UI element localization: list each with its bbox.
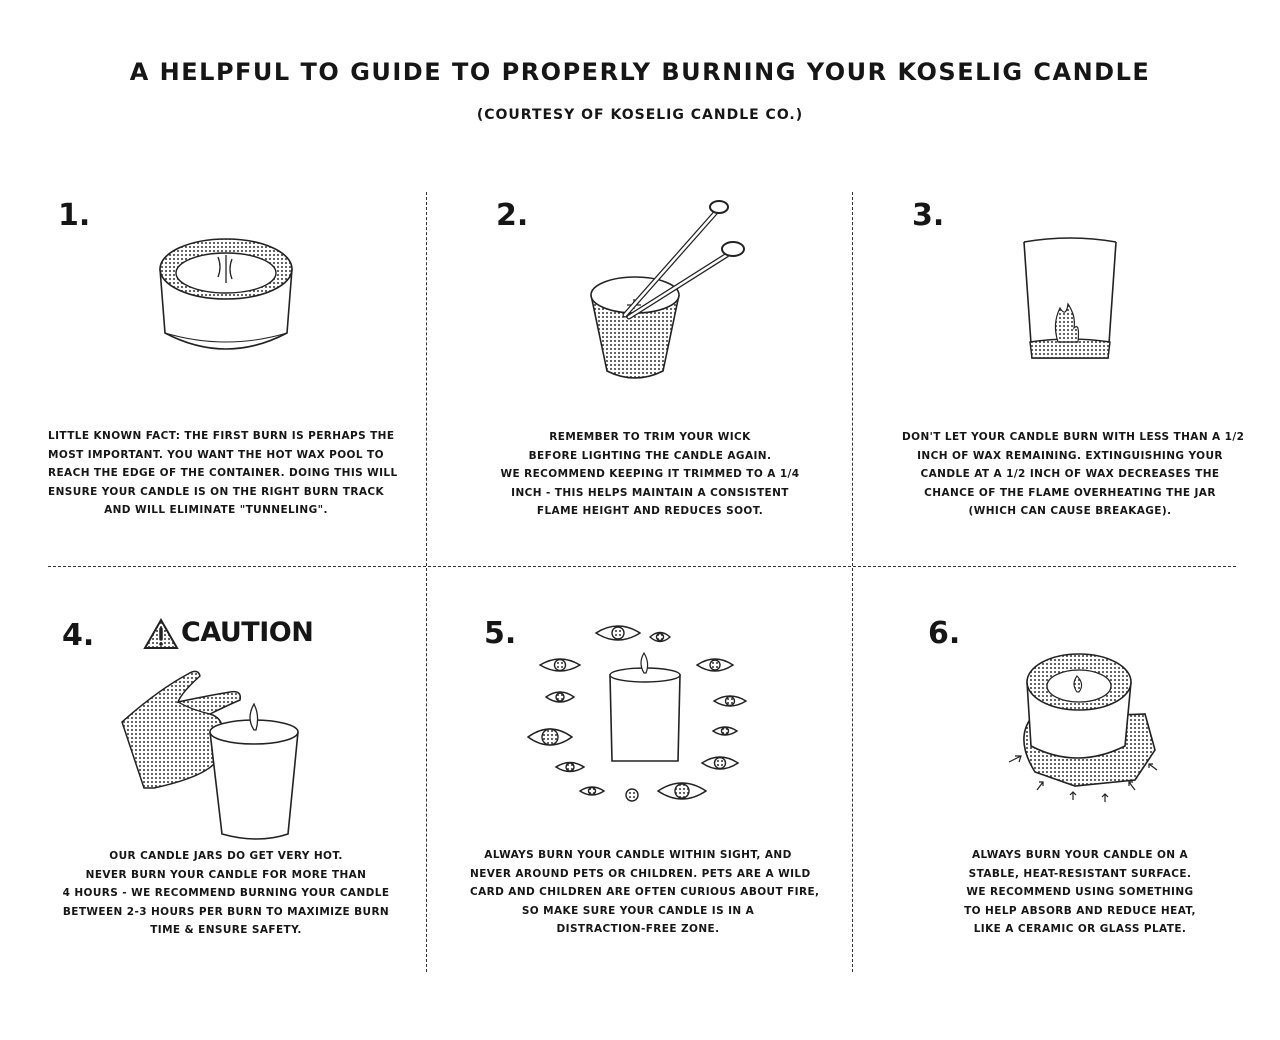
low-wax-jar-icon xyxy=(1023,237,1117,359)
divider-horizontal xyxy=(48,566,1236,567)
page-title: A HELPFUL TO GUIDE TO PROPERLY BURNING Y… xyxy=(129,58,1151,86)
step-1-number: 1. xyxy=(58,198,91,233)
hot-jar-hand-icon xyxy=(121,670,299,840)
step-5-number: 5. xyxy=(484,616,517,651)
page-subtitle: (COURTESY OF KOSELIG CANDLE CO.) xyxy=(476,107,804,123)
step-6-number: 6. xyxy=(928,616,961,651)
divider-vertical-right-bottom xyxy=(852,568,853,972)
divider-vertical-right-top xyxy=(852,192,853,566)
step-2-description: REMEMBER TO TRIM YOUR WICK BEFORE LIGHTI… xyxy=(500,431,800,517)
step-4-description: OUR CANDLE JARS DO GET VERY HOT. NEVER B… xyxy=(62,850,390,936)
divider-vertical-left-bottom xyxy=(426,568,427,972)
warning-triangle-icon xyxy=(143,617,179,649)
candle-wax-pool-icon xyxy=(159,238,293,350)
divider-vertical-left-top xyxy=(426,192,427,566)
caution-label: CAUTION xyxy=(181,617,314,648)
step-6-description: ALWAYS BURN YOUR CANDLE ON A STABLE, HEA… xyxy=(964,849,1196,935)
step-1-description: LITTLE KNOWN FACT: THE FIRST BURN IS PER… xyxy=(48,430,398,516)
step-4-number: 4. xyxy=(62,618,95,653)
candle-on-plate-icon xyxy=(1008,653,1158,802)
step-5-description: ALWAYS BURN YOUR CANDLE WITHIN SIGHT, AN… xyxy=(470,849,820,935)
step-3-number: 3. xyxy=(912,198,945,233)
wick-trimmer-icon xyxy=(590,200,745,379)
candle-surrounded-by-eyes-icon xyxy=(526,625,748,802)
step-2-number: 2. xyxy=(496,198,529,233)
step-3-description: DON'T LET YOUR CANDLE BURN WITH LESS THA… xyxy=(902,431,1245,517)
